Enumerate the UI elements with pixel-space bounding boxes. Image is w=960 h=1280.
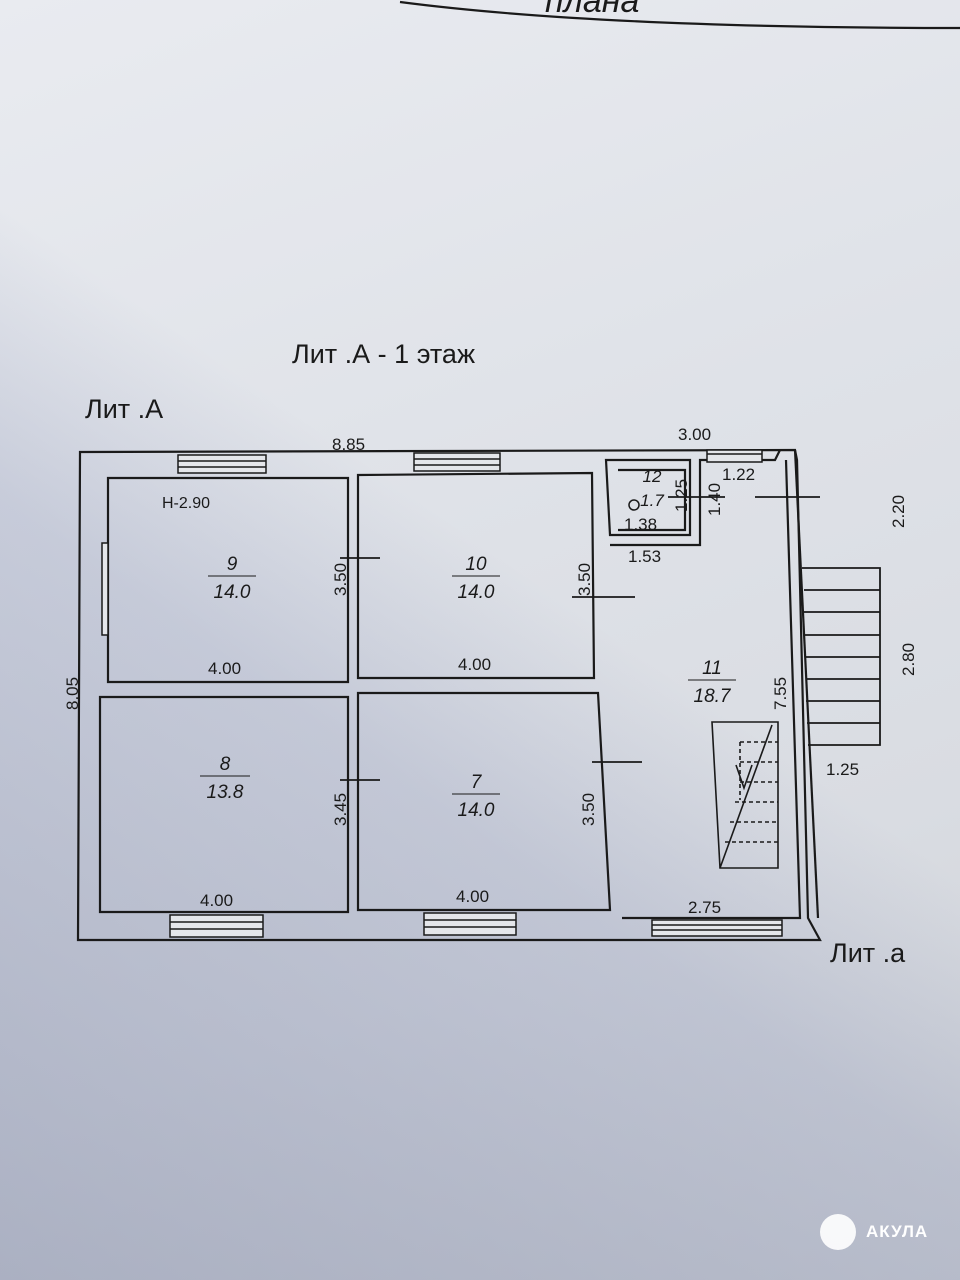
dim-r12-w: 1.22 bbox=[722, 465, 755, 484]
sink-icon bbox=[628, 499, 640, 511]
dim-r12-bottom: 1.53 bbox=[628, 547, 661, 566]
height-label: Н-2.90 bbox=[162, 495, 210, 512]
plan-title: Лит .А - 1 этаж bbox=[292, 339, 475, 369]
svg-text:1.7: 1.7 bbox=[640, 491, 664, 510]
lit-a-label: Лит .А bbox=[85, 394, 163, 424]
svg-text:10: 10 bbox=[465, 554, 487, 575]
watermark-text: АКУЛА bbox=[866, 1222, 929, 1241]
dim-top-overall: 8.85 bbox=[332, 435, 365, 454]
svg-text:8: 8 bbox=[220, 754, 231, 775]
dim-r12-h2: 1.40 bbox=[705, 483, 724, 516]
dim-r11-h: 7.55 bbox=[771, 677, 790, 710]
dim-r7-h: 3.50 bbox=[579, 793, 598, 826]
dim-r11-w: 2.75 bbox=[688, 898, 721, 917]
dim-r8-w: 4.00 bbox=[200, 891, 233, 910]
room-10: 10 14.0 bbox=[452, 554, 500, 603]
dim-r7-w: 4.00 bbox=[456, 887, 489, 906]
dim-r9-w: 4.00 bbox=[208, 659, 241, 678]
svg-text:11: 11 bbox=[702, 658, 722, 679]
svg-text:13.8: 13.8 bbox=[207, 782, 244, 803]
svg-text:14.0: 14.0 bbox=[214, 582, 251, 603]
dim-r10-h: 3.50 bbox=[575, 563, 594, 596]
dim-r9-h: 3.50 bbox=[331, 563, 350, 596]
dim-porch-bottom: 1.25 bbox=[826, 760, 859, 779]
walls bbox=[76, 448, 822, 942]
room-9: 914.0 bbox=[208, 554, 256, 603]
windows bbox=[101, 449, 783, 938]
porch-stairs bbox=[802, 567, 881, 746]
svg-text:12: 12 bbox=[643, 467, 662, 486]
svg-text:14.0: 14.0 bbox=[458, 582, 495, 603]
dim-top-right: 3.00 bbox=[678, 425, 711, 444]
header-fragment: плана bbox=[545, 0, 639, 20]
interior-staircase bbox=[711, 721, 779, 869]
room-7: 714.0 bbox=[452, 772, 500, 821]
dim-r8-h: 3.45 bbox=[331, 793, 350, 826]
dim-porch-mid: 2.80 bbox=[899, 643, 918, 676]
dim-left-overall: 8.05 bbox=[63, 677, 82, 710]
svg-text:14.0: 14.0 bbox=[458, 800, 495, 821]
dim-r12-h1: 1.25 bbox=[672, 479, 691, 512]
svg-text:9: 9 bbox=[227, 554, 238, 575]
svg-text:7: 7 bbox=[471, 772, 483, 793]
svg-text:18.7: 18.7 bbox=[694, 686, 732, 707]
dim-r12-b: 1.38 bbox=[624, 515, 657, 534]
room-11: 11 18.7 bbox=[688, 658, 736, 707]
watermark-logo: АКУЛА bbox=[820, 1214, 928, 1250]
header-line bbox=[399, 0, 960, 30]
room-8: 813.8 bbox=[200, 754, 250, 803]
room-12: 121.7 bbox=[640, 467, 664, 510]
shark-logo-icon bbox=[820, 1214, 856, 1250]
dim-porch-top: 2.20 bbox=[889, 495, 908, 528]
doors bbox=[340, 496, 820, 781]
lit-a-small-label: Лит .а bbox=[830, 938, 906, 968]
dim-r10-w: 4.00 bbox=[458, 655, 491, 674]
